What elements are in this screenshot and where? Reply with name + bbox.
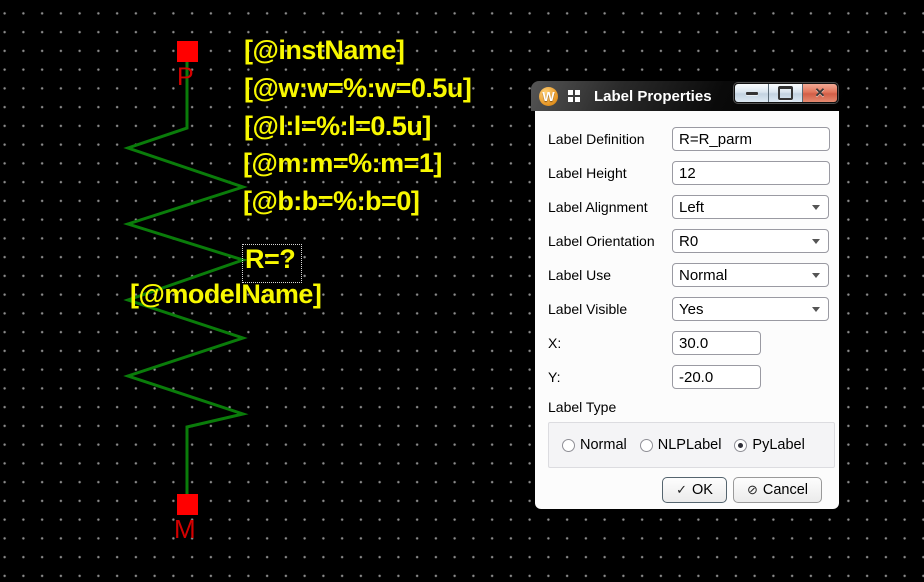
selected-label-box[interactable]: R=?	[242, 244, 303, 283]
radio-nlplabel-label: NLPLabel	[657, 437, 722, 453]
label-definition-label: Label Definition	[548, 131, 645, 147]
window-menu-icon	[568, 90, 580, 102]
x-input[interactable]	[672, 331, 761, 355]
label-visible-label: Label Visible	[548, 301, 628, 317]
dialog-titlebar[interactable]: W Label Properties	[531, 81, 843, 111]
label-alignment-value: Left	[679, 198, 705, 216]
radio-pylabel-label: PyLabel	[752, 437, 805, 453]
dialog-body: Label Definition Label Height Label Alig…	[535, 111, 839, 509]
radio-pylabel[interactable]: PyLabel	[734, 437, 805, 453]
pin-label-p: P	[177, 63, 194, 91]
chevron-down-icon	[812, 272, 820, 278]
terminal-pin-bottom[interactable]	[177, 494, 198, 515]
label-length[interactable]: [@l:l=%:l=0.5u]	[244, 111, 431, 141]
cancel-slash-icon: ⊘	[746, 482, 758, 497]
label-orientation-select[interactable]: R0	[672, 229, 829, 253]
chevron-down-icon	[812, 306, 820, 312]
label-type-heading: Label Type	[548, 399, 617, 415]
label-properties-dialog: W Label Properties Label Definition Labe…	[531, 81, 843, 513]
row-label-visible: Label Visible Yes	[548, 297, 829, 321]
dialog-title: Label Properties	[594, 87, 712, 105]
row-label-orientation: Label Orientation R0	[548, 229, 829, 253]
row-x: X:	[548, 331, 829, 355]
label-b[interactable]: [@b:b=%:b=0]	[243, 186, 420, 216]
dialog-button-row: ✓ OK ⊘ Cancel	[548, 477, 829, 503]
label-visible-select[interactable]: Yes	[672, 297, 829, 321]
resistor-zigzag-wire	[123, 47, 249, 505]
y-input[interactable]	[672, 365, 761, 389]
radio-nlplabel-circle[interactable]	[639, 438, 653, 452]
row-label-definition: Label Definition	[548, 127, 830, 151]
cancel-button-label: Cancel	[762, 482, 808, 498]
label-mult[interactable]: [@m:m=%:m=1]	[243, 148, 442, 178]
label-orientation-label: Label Orientation	[548, 233, 655, 249]
chevron-down-icon	[812, 204, 820, 210]
label-modelname[interactable]: [@modelName]	[130, 279, 322, 309]
maximize-button[interactable]	[769, 84, 803, 102]
x-label: X:	[548, 335, 562, 351]
radio-normal-circle[interactable]	[562, 438, 575, 452]
label-type-radio-group: Normal NLPLabel PyLabel	[548, 422, 835, 468]
chevron-down-icon	[812, 238, 820, 244]
label-use-value: Normal	[679, 266, 728, 284]
ok-button-label: OK	[692, 482, 713, 498]
radio-normal-label: Normal	[580, 437, 627, 453]
y-label: Y:	[548, 369, 561, 385]
row-y: Y:	[548, 365, 829, 389]
label-use-label: Label Use	[548, 267, 612, 283]
label-width[interactable]: [@w:w=%:w=0.5u]	[244, 73, 472, 103]
label-height-label: Label Height	[548, 165, 627, 181]
label-visible-value: Yes	[679, 300, 704, 318]
row-label-height: Label Height	[548, 161, 830, 185]
minimize-button[interactable]	[735, 84, 769, 102]
ok-button[interactable]: ✓ OK	[662, 477, 727, 503]
app-logo-icon: W	[539, 86, 558, 106]
cancel-button[interactable]: ⊘ Cancel	[732, 477, 822, 503]
row-label-alignment: Label Alignment Left	[548, 195, 829, 219]
label-r-value[interactable]: R=?	[245, 244, 296, 274]
row-label-use: Label Use Normal	[548, 263, 829, 287]
label-alignment-select[interactable]: Left	[672, 195, 829, 219]
terminal-pin-top[interactable]	[177, 41, 198, 62]
label-definition-input[interactable]	[672, 127, 830, 151]
label-use-select[interactable]: Normal	[672, 263, 829, 287]
label-orientation-value: R0	[679, 232, 699, 250]
label-height-input[interactable]	[672, 161, 830, 185]
radio-normal[interactable]: Normal	[562, 437, 627, 453]
radio-nlplabel[interactable]: NLPLabel	[639, 437, 722, 453]
window-controls	[734, 83, 838, 103]
radio-pylabel-circle[interactable]	[734, 438, 748, 452]
check-icon: ✓	[676, 482, 687, 497]
label-instname[interactable]: [@instName]	[244, 35, 405, 65]
pin-label-m: M	[174, 514, 196, 544]
label-alignment-label: Label Alignment	[548, 199, 648, 215]
close-button[interactable]	[803, 84, 837, 102]
